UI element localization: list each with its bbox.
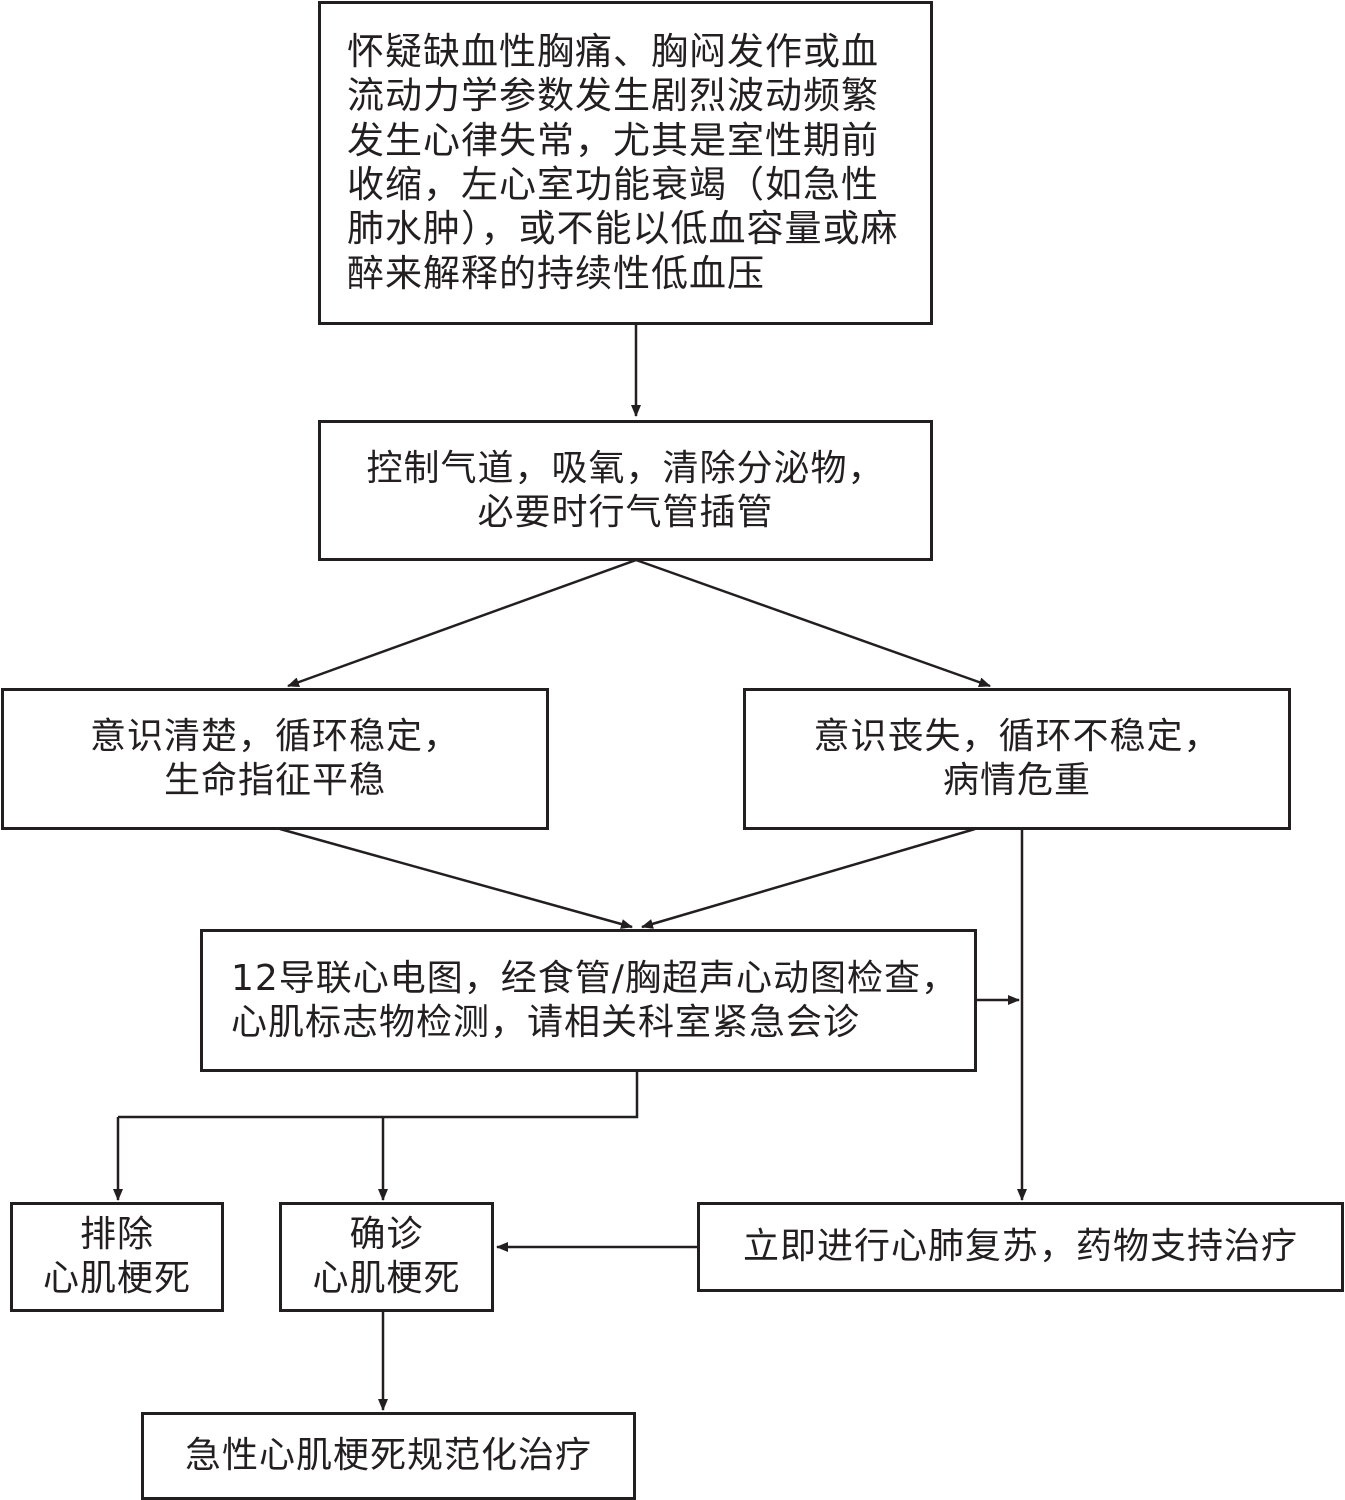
node-confirm: 确诊 心肌梗死 — [279, 1202, 494, 1312]
arrow-unconscious-to-exam — [641, 827, 976, 929]
node-exam-text: 12导联心电图，经食管/胸超声心动图检查， 心肌标志物检测，请相关科室紧急会诊 — [231, 957, 958, 1043]
node-airway-text: 控制气道，吸氧，清除分泌物， 必要时行气管插管 — [366, 447, 885, 533]
connector-exam-branch — [118, 1072, 639, 1119]
node-cpr-text: 立即进行心肺复苏，药物支持治疗 — [742, 1226, 1298, 1268]
arrow-conscious-to-exam — [279, 827, 633, 929]
node-exclude: 排除 心肌梗死 — [10, 1202, 224, 1312]
node-airway: 控制气道，吸氧，清除分泌物， 必要时行气管插管 — [318, 420, 933, 561]
node-conscious: 意识清楚，循环稳定， 生命指征平稳 — [1, 688, 549, 830]
arrow-airway-to-unconscious — [635, 558, 991, 688]
node-treatment-text: 急性心肌梗死规范化治疗 — [184, 1435, 592, 1477]
node-start-text: 怀疑缺血性胸痛、胸闷发作或血流动力学参数发生剧烈波动频繁发生心律失常，尤其是室性… — [347, 29, 899, 295]
node-treatment: 急性心肌梗死规范化治疗 — [141, 1412, 636, 1500]
node-exam: 12导联心电图，经食管/胸超声心动图检查， 心肌标志物检测，请相关科室紧急会诊 — [200, 929, 977, 1072]
node-cpr: 立即进行心肺复苏，药物支持治疗 — [697, 1202, 1344, 1292]
node-start: 怀疑缺血性胸痛、胸闷发作或血流动力学参数发生剧烈波动频繁发生心律失常，尤其是室性… — [318, 1, 933, 325]
node-unconscious-text: 意识丧失，循环不稳定， 病情危重 — [813, 716, 1221, 801]
arrow-airway-to-conscious — [287, 558, 637, 688]
node-conscious-text: 意识清楚，循环稳定， 生命指征平稳 — [89, 716, 460, 801]
node-exclude-text: 排除 心肌梗死 — [42, 1214, 191, 1299]
node-confirm-text: 确诊 心肌梗死 — [312, 1214, 461, 1299]
node-unconscious: 意识丧失，循环不稳定， 病情危重 — [743, 688, 1291, 830]
